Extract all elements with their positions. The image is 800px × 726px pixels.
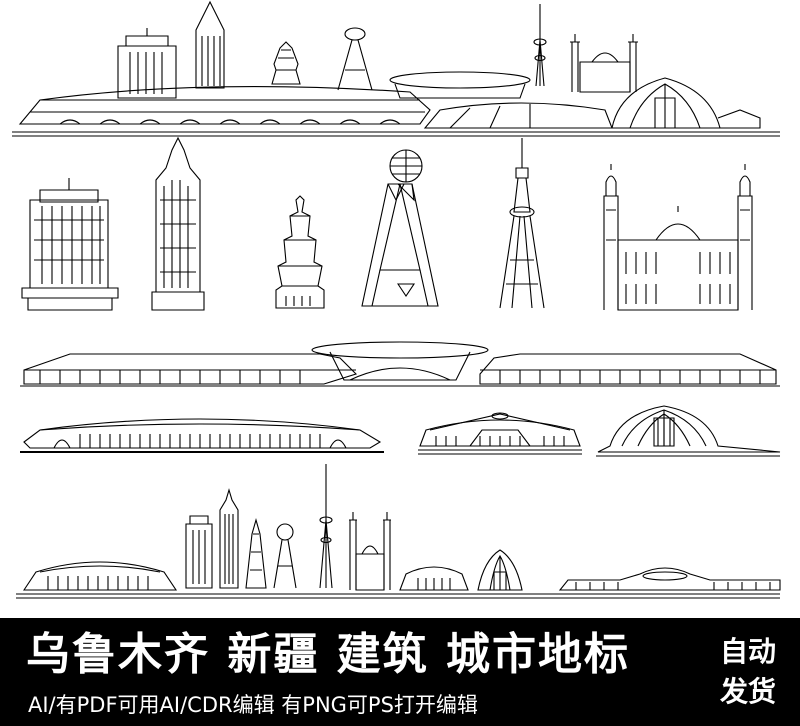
- monument-arch: [362, 150, 438, 306]
- office-tower: [22, 178, 118, 310]
- corner-line-2: 发货: [719, 675, 776, 708]
- promo-banner: 乌鲁木齐 新疆 建筑 城市地标 AI/有PDF可用AI/CDR编辑 有PNG可P…: [0, 618, 800, 726]
- exhibition-hall: [20, 342, 780, 386]
- auto-delivery-label: 自动 发货: [702, 632, 794, 712]
- banner-subtitle: AI/有PDF可用AI/CDR编辑 有PNG可PS打开编辑: [28, 693, 478, 717]
- banner-title: 乌鲁木齐 新疆 建筑 城市地标: [26, 629, 630, 680]
- bottom-skyline: [16, 464, 780, 598]
- corner-line-1: 自动: [719, 635, 776, 668]
- skyscraper: [152, 138, 204, 310]
- mosque: [604, 164, 752, 310]
- train-station: [20, 419, 384, 452]
- pagoda: [276, 196, 324, 308]
- tv-tower: [500, 138, 544, 308]
- skyline-illustration: [0, 0, 800, 618]
- top-skyline-composite: [12, 2, 780, 136]
- sports-arena: [418, 413, 582, 454]
- flower-dome: [596, 406, 780, 456]
